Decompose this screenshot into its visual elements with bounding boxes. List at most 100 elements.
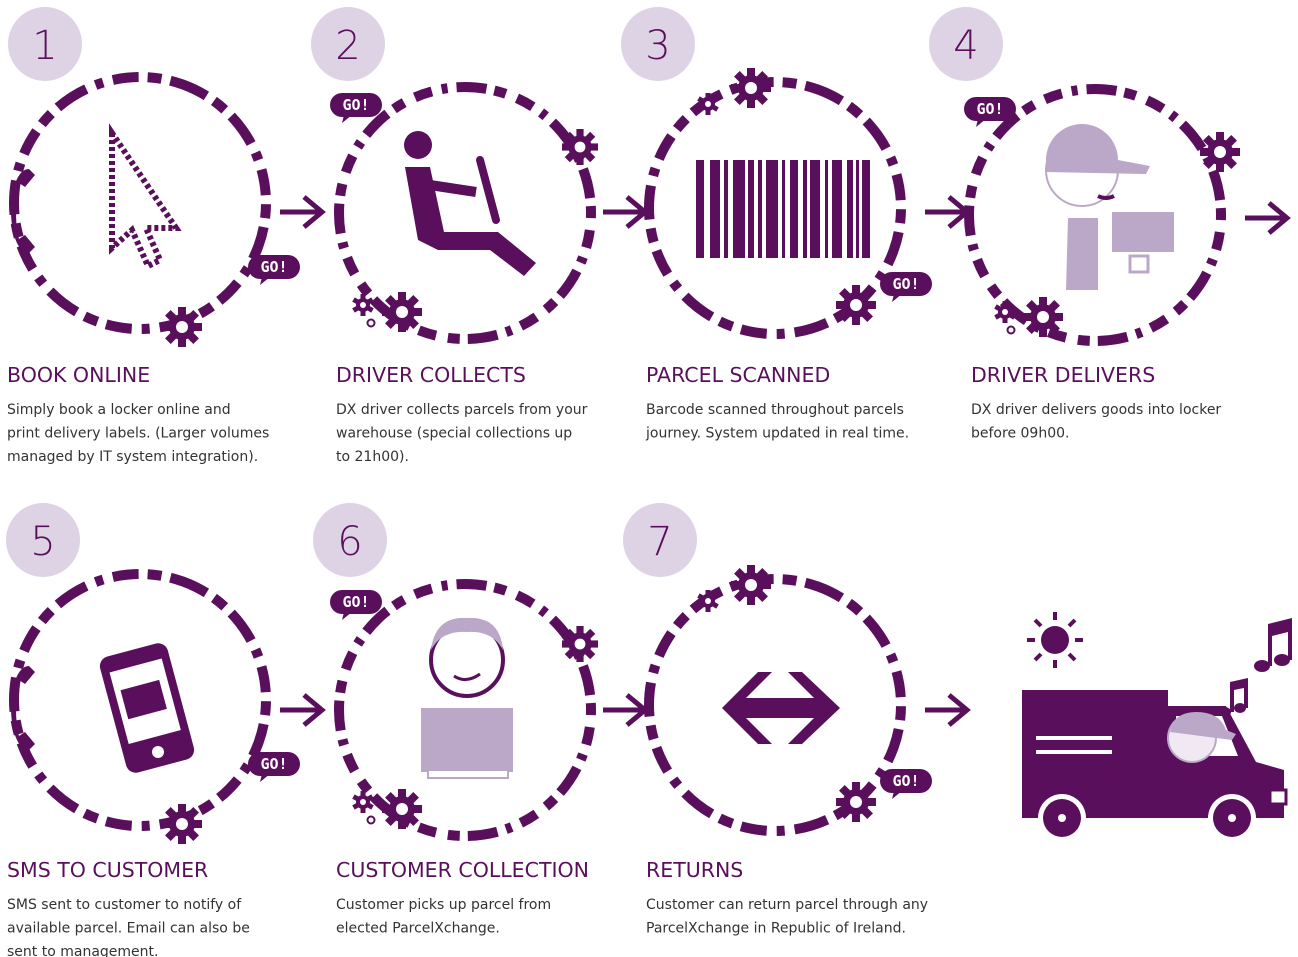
go-badge: GO! [964, 97, 1016, 127]
step-description-line: ParcelXchange in Republic of Ireland. [646, 921, 906, 937]
gear-icon [836, 782, 876, 822]
step-title: PARCEL SCANNED [646, 363, 830, 387]
gear-icon [162, 307, 202, 347]
step-2: 2GO! [311, 7, 598, 344]
gear-icon [1200, 132, 1240, 172]
dashed-ring [9, 72, 271, 334]
smartphone-mail-icon [99, 643, 195, 773]
step-description-line: available parcel. Email can also be [7, 921, 250, 937]
barcode-icon [696, 160, 870, 258]
step-number-circle [311, 7, 385, 81]
gear-icon [836, 285, 876, 325]
step-description-line: Barcode scanned throughout parcels [646, 402, 904, 418]
go-badge: GO! [248, 752, 300, 782]
gear-icon [352, 294, 374, 316]
step-description-line: Customer can return parcel through any [646, 897, 928, 913]
step-1: 1GO! [8, 7, 300, 347]
step-description-line: Customer picks up parcel from [336, 897, 551, 913]
step-number: 1 [32, 23, 57, 69]
cursor-icon [109, 123, 182, 271]
step-number-circle [8, 7, 82, 81]
dashed-ring [334, 579, 596, 841]
go-badge-label: GO! [342, 96, 369, 114]
dashed-ring [644, 77, 906, 339]
step-5-text: SMS TO CUSTOMER SMS sent to customer to n… [7, 858, 250, 957]
gear-icon [731, 68, 771, 108]
step-4-text: DRIVER DELIVERS DX driver delivers goods … [971, 363, 1221, 442]
step-number: 3 [645, 23, 670, 69]
music-notes-icon [1219, 618, 1292, 717]
delivery-person-icon [1045, 124, 1174, 290]
arrow-right-icon [1245, 203, 1287, 233]
step-description-line: managed by IT system integration). [7, 449, 258, 465]
go-badge: GO! [330, 93, 382, 123]
step-6-text: CUSTOMER COLLECTION Customer picks up par… [336, 858, 589, 937]
step-description-line: sent to management. [7, 944, 158, 957]
go-badge-label: GO! [342, 593, 369, 611]
step-description-line: journey. System updated in real time. [645, 426, 909, 442]
go-badge: GO! [330, 590, 382, 620]
step-number-circle [621, 7, 695, 81]
step-description-line: warehouse (special collections up [336, 426, 572, 442]
step-6: 6GO! [313, 503, 598, 841]
gear-icon [162, 804, 202, 844]
step-number-circle [623, 503, 697, 577]
step-3: 3GO! [621, 7, 932, 339]
step-2-text: DRIVER COLLECTS DX driver collects parcel… [336, 363, 588, 465]
gear-icon [352, 791, 374, 813]
step-title: RETURNS [646, 858, 743, 882]
step-1-text: BOOK ONLINE Simply book a locker online a… [7, 363, 269, 465]
gear-icon [382, 789, 422, 829]
step-description-line: before 09h00. [971, 426, 1069, 442]
step-number-circle [6, 503, 80, 577]
step-description-line: Simply book a locker online and [7, 402, 231, 418]
step-number: 6 [337, 519, 362, 565]
go-badge-label: GO! [892, 772, 919, 790]
step-3-text: PARCEL SCANNED Barcode scanned throughout… [645, 363, 909, 442]
step-7-text: RETURNS Customer can return parcel throug… [646, 858, 928, 937]
sun-icon [1027, 612, 1083, 668]
step-number: 4 [953, 23, 978, 69]
driver-icon [404, 131, 536, 276]
arrow-right-icon [603, 197, 645, 227]
step-description-line: DX driver collects parcels from your [336, 402, 588, 418]
customer-laptop-icon [421, 617, 513, 779]
dashed-ring [644, 574, 906, 836]
gear-icon [382, 292, 422, 332]
gear-icon [1006, 325, 1016, 335]
step-number: 2 [335, 23, 360, 69]
go-badge-label: GO! [976, 100, 1003, 118]
step-description-line: DX driver delivers goods into locker [971, 402, 1221, 418]
gear-icon [366, 318, 376, 328]
step-description-line: elected ParcelXchange. [336, 921, 500, 937]
step-description-line: SMS sent to customer to notify of [7, 897, 242, 913]
step-number: 7 [647, 519, 672, 565]
go-badge: GO! [880, 769, 932, 799]
go-badge: GO! [248, 255, 300, 285]
dashed-ring [9, 569, 271, 831]
dashed-ring [334, 82, 596, 344]
go-badge-label: GO! [892, 275, 919, 293]
arrow-right-icon [925, 197, 967, 227]
step-number-circle [929, 7, 1003, 81]
step-title: DRIVER DELIVERS [971, 363, 1155, 387]
go-badge: GO! [880, 272, 932, 302]
gear-icon [1023, 297, 1063, 337]
step-title: CUSTOMER COLLECTION [336, 858, 589, 882]
step-4: 4GO! [929, 7, 1240, 346]
step-title: BOOK ONLINE [7, 363, 150, 387]
gear-icon [562, 626, 598, 662]
gear-icon [366, 815, 376, 825]
step-number: 5 [30, 519, 55, 565]
step-title: SMS TO CUSTOMER [7, 858, 208, 882]
step-title: DRIVER COLLECTS [336, 363, 526, 387]
gear-icon [731, 565, 771, 605]
step-description-line: to 21h00). [336, 449, 409, 465]
gear-icon [562, 129, 598, 165]
arrow-right-icon [280, 197, 322, 227]
two-way-arrow-icon [722, 672, 840, 744]
dashed-ring [964, 84, 1226, 346]
arrow-right-icon [603, 695, 645, 725]
step-number-circle [313, 503, 387, 577]
